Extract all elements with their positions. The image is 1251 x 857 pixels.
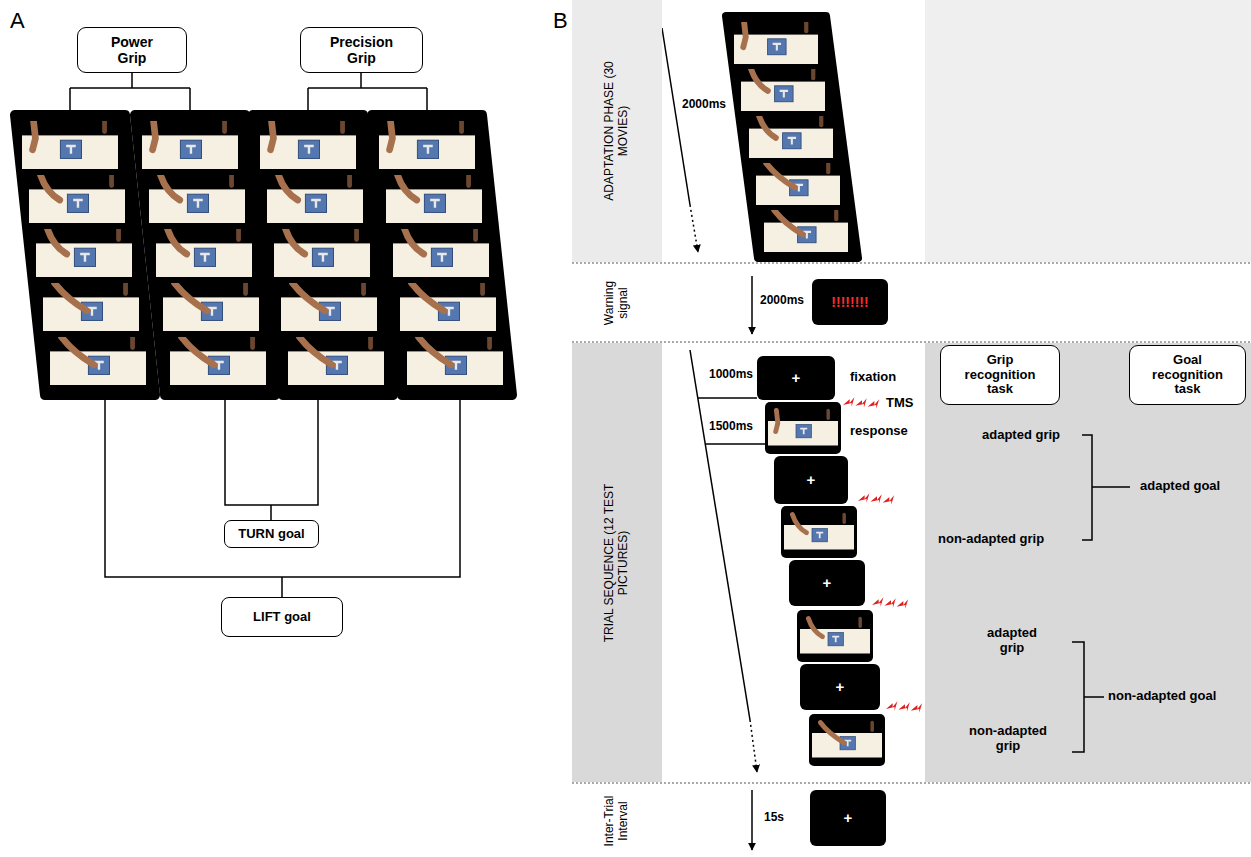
- bracket: [1072, 435, 1130, 752]
- duration: 15s: [764, 811, 784, 825]
- time-arrow: [662, 28, 765, 850]
- phase-label: Inter-Trial Interval: [603, 788, 631, 854]
- phase-label: TRIAL SEQUENCE (12 TEST PICTURES): [603, 473, 631, 653]
- fixation-screen: +: [757, 356, 835, 400]
- panel-letter: A: [10, 8, 25, 33]
- phase-ground: [925, 343, 1251, 782]
- duration: 1000ms: [709, 368, 753, 382]
- condition: adapted goal: [1140, 479, 1220, 494]
- grip-box: Precision Grip: [300, 27, 423, 73]
- film-strip: [15, 115, 155, 395]
- condition: non-adapted grip: [960, 724, 1056, 754]
- condition: non-adapted grip: [938, 532, 1044, 547]
- box-label: +: [844, 809, 853, 826]
- warning-screen: !!!!!!!!: [812, 279, 888, 325]
- phase-band: ADAPTATION PHASE (30 MOVIES): [572, 0, 662, 262]
- phase-label: ADAPTATION PHASE (30 MOVIES): [603, 61, 631, 201]
- box-label: +: [836, 678, 845, 695]
- test-picture: [765, 402, 885, 766]
- phase-band: Warning signal: [572, 264, 662, 341]
- task-box: Grip recognition task: [940, 345, 1060, 405]
- phase-band: TRIAL SEQUENCE (12 TEST PICTURES): [572, 343, 662, 782]
- condition: adapted grip: [981, 626, 1043, 656]
- goal-box: LIFT goal: [221, 597, 343, 637]
- bracket: [70, 72, 460, 597]
- box-label: Power Grip: [97, 34, 167, 66]
- panel-letter: B: [553, 8, 568, 33]
- goal-box: TURN goal: [224, 520, 319, 548]
- box-label: LIFT goal: [253, 610, 311, 625]
- fixation-screen: +: [810, 790, 886, 846]
- screen-note: fixation: [850, 370, 896, 385]
- box-label: TURN goal: [238, 527, 304, 542]
- box-label: +: [807, 471, 816, 488]
- box-label: Precision Grip: [320, 34, 404, 66]
- box-label: !!!!!!!!: [831, 294, 868, 310]
- film-strip: [372, 115, 512, 395]
- film-strip: [726, 16, 858, 258]
- duration: 1500ms: [709, 420, 753, 434]
- duration: 2000ms: [760, 294, 804, 308]
- phase-divider: [572, 263, 1251, 783]
- condition: adapted grip: [982, 428, 1060, 443]
- duration: 2000ms: [682, 98, 726, 112]
- grip-box: Power Grip: [77, 27, 187, 73]
- condition: non-adapted goal: [1108, 689, 1216, 704]
- phase-label: Warning signal: [603, 272, 631, 334]
- phase-band: Inter-Trial Interval: [572, 784, 662, 857]
- fixation-screen: +: [789, 560, 865, 606]
- box-label: Grip recognition task: [954, 353, 1046, 398]
- box-label: +: [792, 369, 801, 386]
- box-label: Goal recognition task: [1142, 353, 1234, 398]
- screen-note: TMS: [886, 396, 913, 411]
- box-label: +: [823, 574, 832, 591]
- screen-note: response: [850, 424, 908, 439]
- task-box: Goal recognition task: [1129, 345, 1246, 405]
- fixation-screen: +: [774, 456, 848, 504]
- fixation-screen: +: [800, 664, 880, 710]
- phase-ground: [925, 0, 1251, 262]
